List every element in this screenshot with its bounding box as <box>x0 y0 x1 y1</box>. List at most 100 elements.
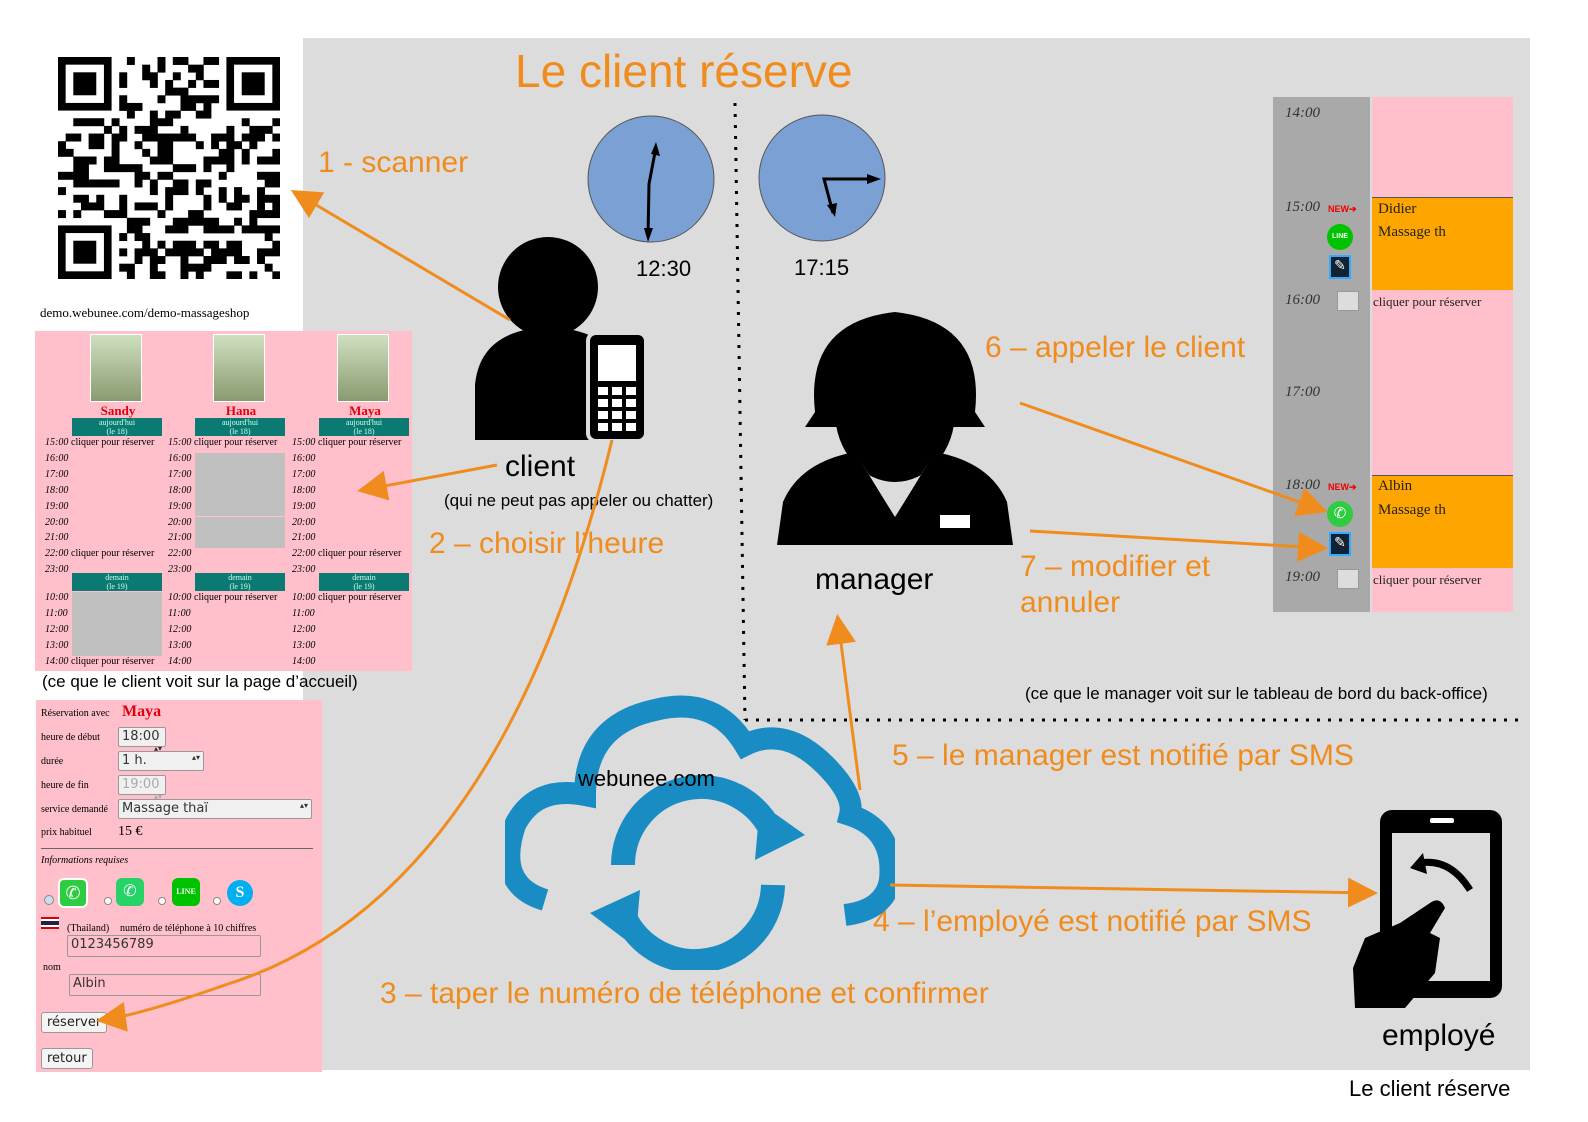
thailand-flag-icon[interactable] <box>41 917 59 929</box>
day-header-label: aujourd'hui <box>98 418 136 427</box>
reserve-slot-link[interactable]: cliquer pour réserver <box>1373 294 1482 309</box>
radio-line[interactable] <box>158 897 166 905</box>
cloud-label: webunee.com <box>578 766 715 791</box>
slot-hour: 17:00 <box>45 468 69 480</box>
clock-icon-1230 <box>587 115 715 243</box>
slot-hour: 23:00 <box>45 564 69 576</box>
slot-hour: 13:00 <box>45 639 69 651</box>
slot-hour: 23:00 <box>168 564 192 576</box>
price-value: 15 € <box>118 824 143 839</box>
event-service: Massage th <box>1378 502 1446 518</box>
step-3-label: 3 – taper le numéro de téléphone et conf… <box>380 977 989 1010</box>
reserve-slot-link[interactable]: cliquer pour réserver <box>194 592 278 603</box>
busy-slot <box>72 639 162 656</box>
day-header-tomorrow: demain(le 19) <box>72 573 162 591</box>
reserve-slot-link[interactable]: cliquer pour réserver <box>71 548 155 559</box>
clock-time-2: 17:15 <box>794 255 850 280</box>
radio-phone[interactable] <box>44 895 54 905</box>
slot-hour: 21:00 <box>292 532 316 544</box>
edit-icon[interactable]: ✎ <box>1329 255 1351 279</box>
whatsapp-icon[interactable]: ✆ <box>116 878 144 906</box>
slot-hour: 20:00 <box>168 516 192 528</box>
phone-icon[interactable]: ✆ <box>1327 501 1353 527</box>
duration-value: 1 h. <box>122 753 147 768</box>
busy-slot <box>195 468 285 485</box>
qr-code[interactable] <box>58 57 280 279</box>
slot-hour: 14:00 <box>45 655 69 667</box>
slot-hour: 13:00 <box>168 639 192 651</box>
reserve-slot-link[interactable]: cliquer pour réserver <box>1373 572 1482 587</box>
reserve-checkbox[interactable] <box>1337 569 1359 589</box>
slot-hour: 19:00 <box>168 500 192 512</box>
reservation-label: Réservation avec <box>41 708 110 719</box>
skype-icon[interactable]: S <box>227 880 253 906</box>
new-badge-icon: NEW➔ <box>1328 482 1357 492</box>
phone-number-input[interactable]: 0123456789 <box>67 935 261 957</box>
service-label: service demandé <box>41 804 108 815</box>
busy-slot <box>72 623 162 640</box>
reserve-button[interactable]: réserver <box>41 1012 108 1033</box>
day-header-label: aujourd'hui <box>221 418 259 427</box>
slot-hour: 22:00 <box>45 548 69 560</box>
new-badge-icon: NEW➔ <box>1328 204 1357 214</box>
event-block-albin[interactable] <box>1372 475 1513 568</box>
start-time-value: 18:00 <box>122 729 160 744</box>
busy-slot <box>72 592 162 608</box>
name-input[interactable]: Albin <box>69 974 261 996</box>
reserve-slot-link[interactable]: cliquer pour réserver <box>194 437 278 448</box>
line-icon[interactable]: LINE <box>1327 224 1353 250</box>
edit-icon[interactable]: ✎ <box>1329 532 1351 556</box>
form-staff-name: Maya <box>122 703 162 720</box>
slot-hour: 22:00 <box>168 548 192 560</box>
reservation-form: Réservation avec Maya heure de début 18:… <box>36 700 322 1072</box>
slot-hour: 10:00 <box>168 592 192 603</box>
start-time-select[interactable]: 18:00▴▾ <box>118 727 166 753</box>
slot-hour: 13:00 <box>292 639 316 651</box>
dashboard-hour: 14:00 <box>1285 105 1320 121</box>
client-person-icon <box>475 237 648 443</box>
slot-hour: 10:00 <box>45 592 69 603</box>
event-name: Didier <box>1378 201 1417 217</box>
day-header-date: (le 19) <box>229 582 251 591</box>
step-7-label-line1: 7 – modifier et <box>1020 550 1211 583</box>
back-button[interactable]: retour <box>41 1048 93 1069</box>
slot-hour: 20:00 <box>292 516 316 528</box>
slot-hour: 16:00 <box>292 452 316 464</box>
staff-photo[interactable] <box>90 334 142 402</box>
line-icon[interactable]: LINE <box>172 878 200 906</box>
radio-whatsapp[interactable] <box>104 897 112 905</box>
phone-icon[interactable]: ✆ <box>58 878 88 908</box>
slot-hour: 15:00 <box>292 437 316 448</box>
manager-person-icon <box>777 312 1013 545</box>
staff-name[interactable]: Sandy <box>100 403 136 418</box>
select-arrow-icon: ▴▾ <box>299 801 308 810</box>
reserve-slot-link[interactable]: cliquer pour réserver <box>318 548 402 559</box>
dashboard-hour: 17:00 <box>1285 384 1320 400</box>
slot-hour: 21:00 <box>45 532 69 544</box>
busy-slot <box>195 532 285 549</box>
staff-photo[interactable] <box>213 334 265 402</box>
staff-photo[interactable] <box>337 334 389 402</box>
service-select[interactable]: Massage thaï▴▾ <box>118 799 312 819</box>
qr-url[interactable]: demo.webunee.com/demo-massageshop <box>40 305 250 320</box>
reserve-checkbox[interactable] <box>1337 291 1359 311</box>
slot-hour: 15:00 <box>168 437 192 448</box>
reserve-slot-link[interactable]: cliquer pour réserver <box>318 437 402 448</box>
reserve-slot-link[interactable]: cliquer pour réserver <box>71 656 155 667</box>
duration-select[interactable]: 1 h.▴▾ <box>118 751 204 771</box>
client-note: (qui ne peut pas appeler ou chatter) <box>444 491 714 510</box>
slot-hour: 18:00 <box>292 484 316 496</box>
info-required-label: Informations requises <box>41 855 129 866</box>
staff-name[interactable]: Hana <box>225 403 257 418</box>
reserve-slot-link[interactable]: cliquer pour réserver <box>318 592 402 603</box>
staff-name[interactable]: Maya <box>349 403 381 418</box>
slot-hour: 14:00 <box>168 655 192 667</box>
reserve-slot-link[interactable]: cliquer pour réserver <box>71 437 155 448</box>
slot-hour: 22:00 <box>292 548 316 560</box>
slot-hour: 18:00 <box>45 484 69 496</box>
slot-hour: 12:00 <box>292 623 316 635</box>
radio-skype[interactable] <box>213 897 221 905</box>
event-block-didier[interactable] <box>1372 197 1513 290</box>
employee-label: employé <box>1382 1019 1496 1052</box>
